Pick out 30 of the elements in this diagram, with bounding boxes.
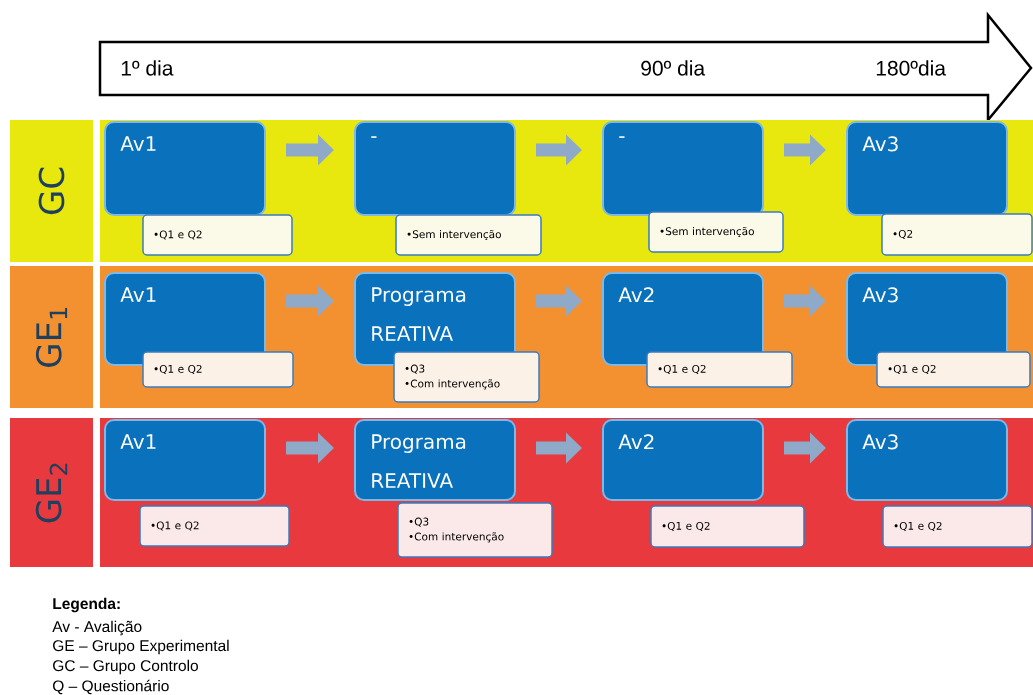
step-box: Av1	[104, 419, 266, 501]
note-box: •Sem intervenção	[395, 214, 542, 256]
note-box: •Sem intervenção	[648, 211, 784, 253]
note-box: •Q1 e Q2	[876, 351, 1031, 388]
note-box: •Q1 e Q2	[646, 351, 793, 388]
legend-text: Q – Questionário	[53, 679, 169, 695]
group-label: GE$_{1}$	[10, 266, 93, 408]
group-label: GC	[10, 120, 93, 262]
note-box: •Q3 •Com intervenção	[393, 351, 540, 403]
step-box: Programa REATIVA	[354, 419, 516, 501]
step-box: Av2	[602, 419, 764, 501]
step-box: -	[354, 121, 516, 216]
legend-text: Av - Avalição	[52, 620, 142, 636]
note-box: •Q1 e Q2	[650, 505, 805, 548]
step-box: Av1	[104, 121, 266, 216]
note-box: •Q1 e Q2	[882, 505, 1033, 548]
step-box: Av3	[846, 121, 1008, 216]
legend-text: GE – Grupo Experimental	[53, 639, 229, 655]
note-box: •Q3 •Com intervenção	[397, 502, 553, 558]
note-box: •Q1 e Q2	[139, 505, 290, 547]
step-box: -	[602, 121, 764, 216]
group-label: GE$_{2}$	[10, 418, 93, 567]
legend-heading: Legenda:	[53, 597, 120, 613]
step-box: Av3	[846, 419, 1008, 501]
legend-text: GC – Grupo Controlo	[53, 659, 198, 675]
step-box: Av2	[602, 272, 764, 366]
step-box: Av1	[104, 272, 266, 366]
note-box: •Q1 e Q2	[142, 351, 294, 388]
note-box: •Q2	[881, 213, 1033, 256]
note-box: •Q1 e Q2	[142, 214, 293, 256]
